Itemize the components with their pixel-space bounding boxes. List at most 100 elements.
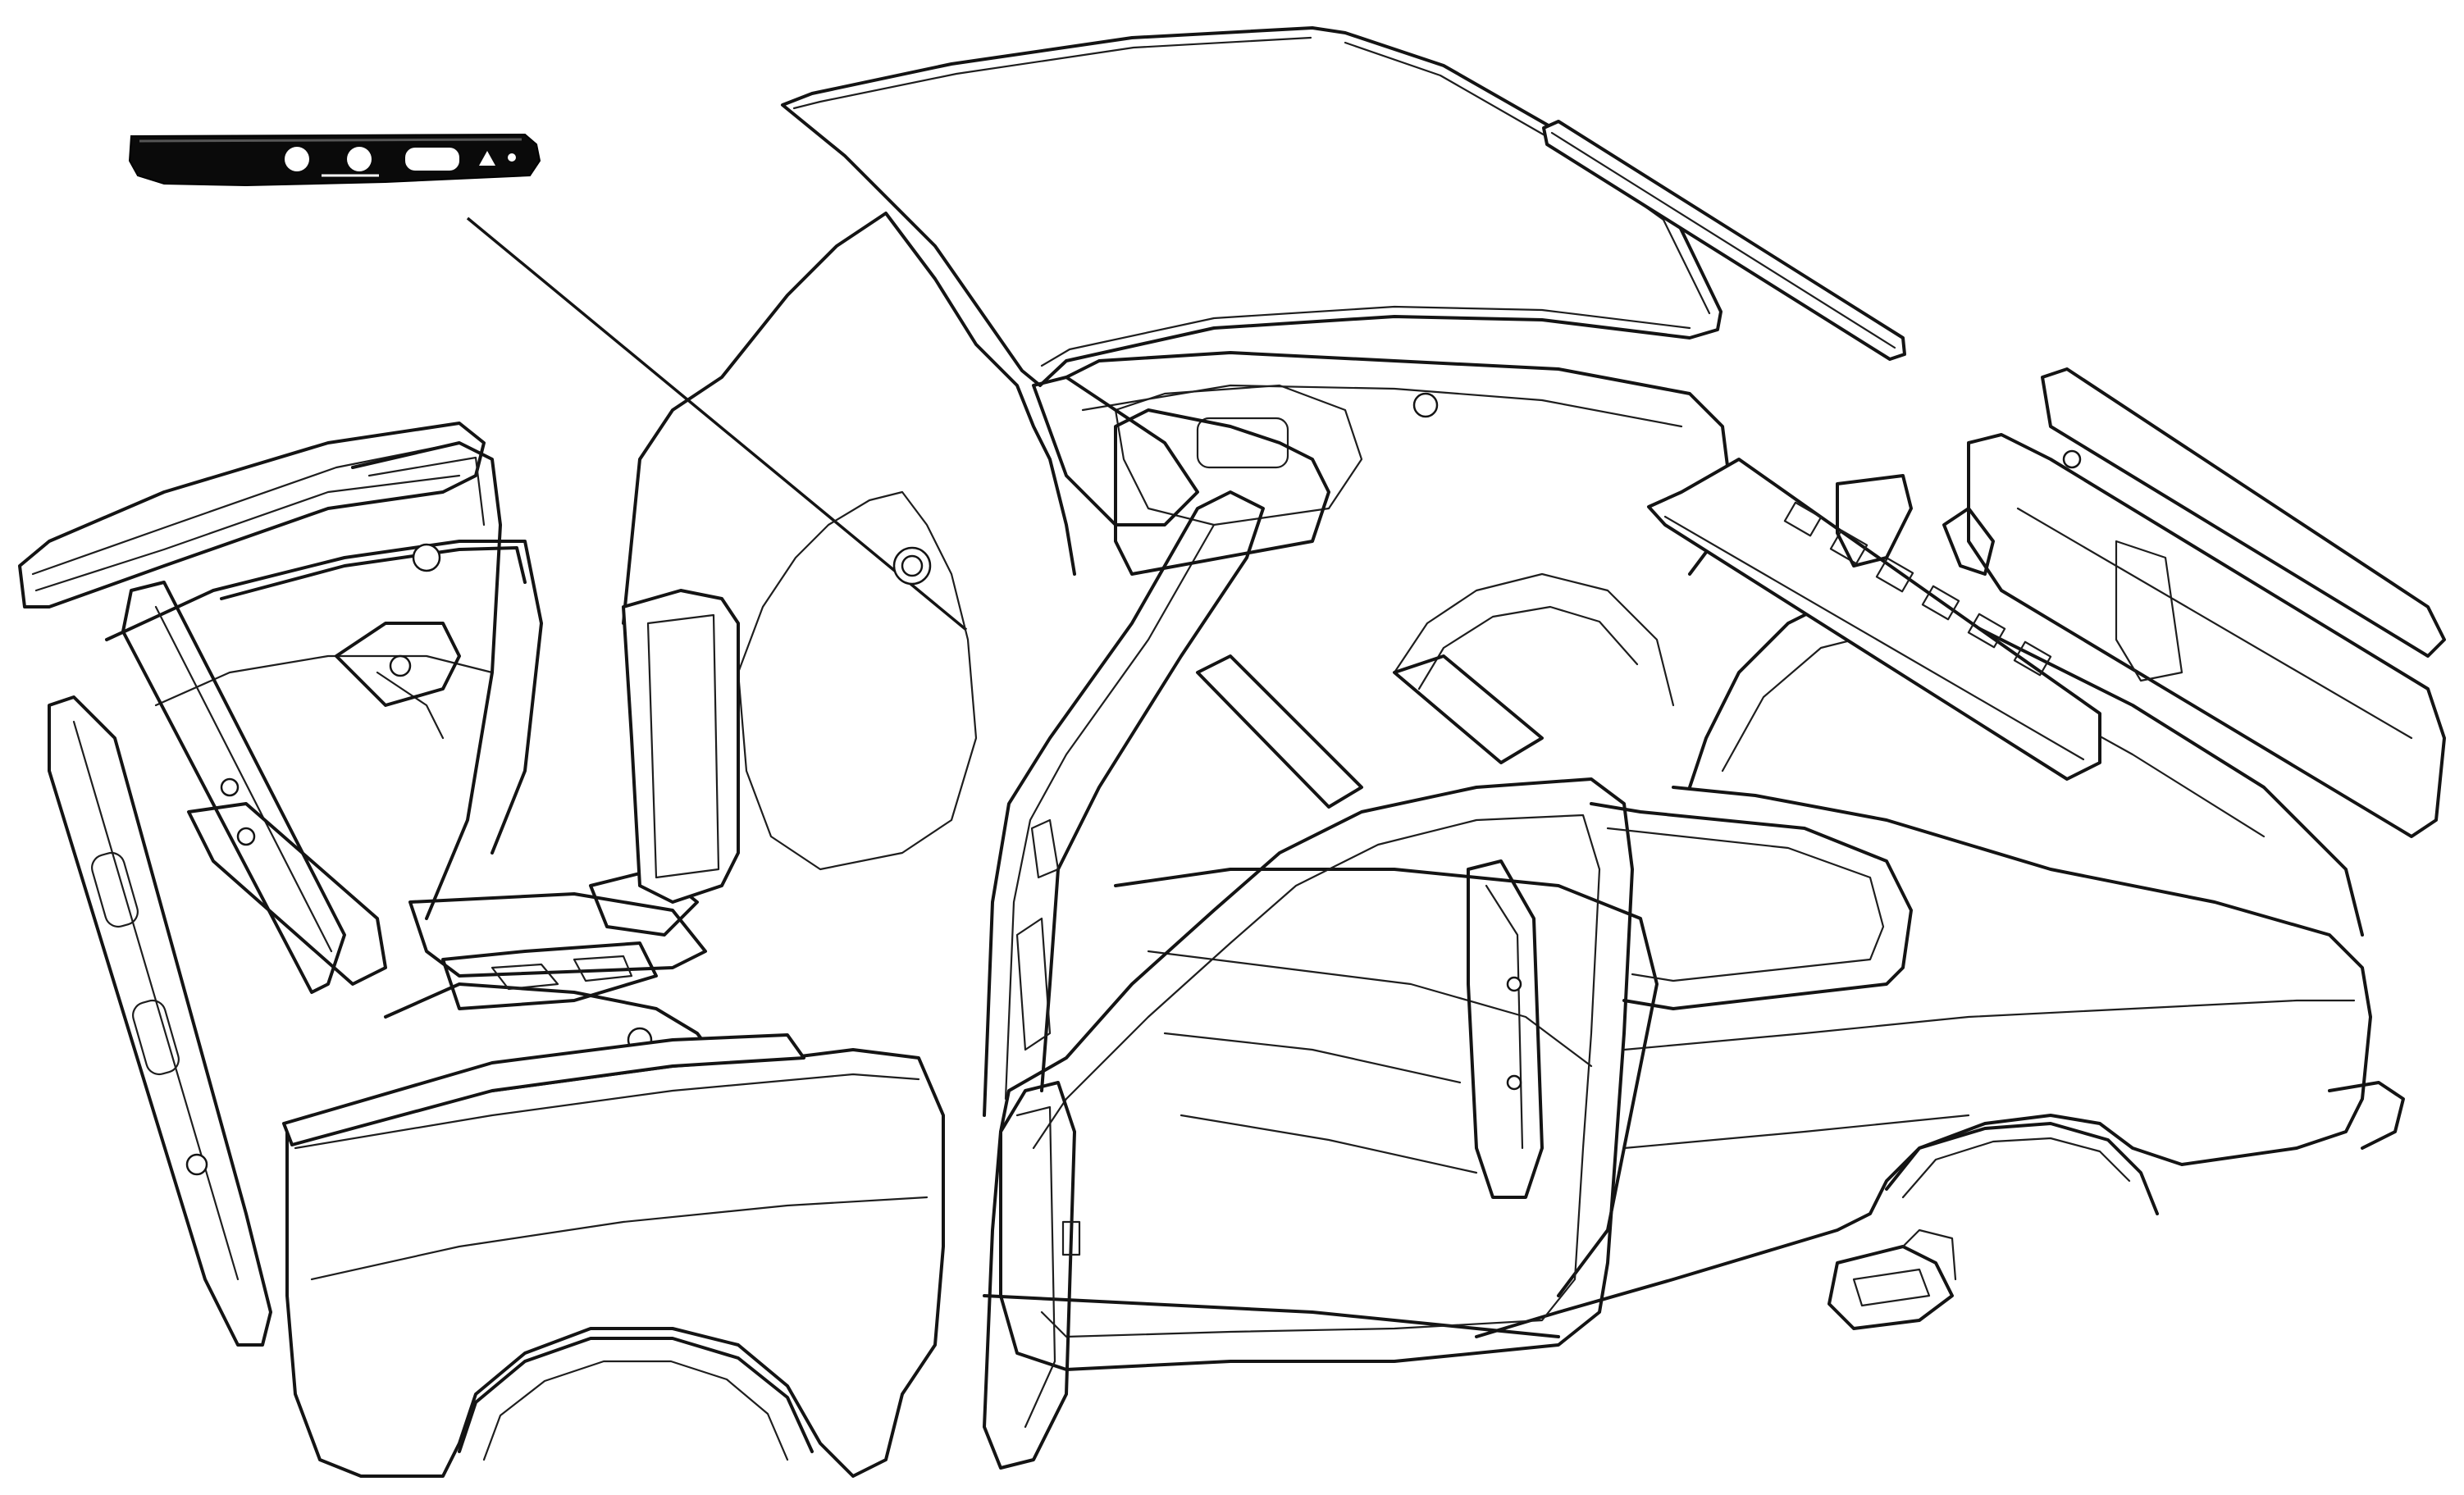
a-pillar-inner	[1015, 1105, 1056, 1429]
rear-seat-panel	[1114, 384, 1363, 526]
scuttle-panel-hole-inner	[901, 554, 924, 577]
windscreen-frame	[622, 212, 1076, 625]
front-bulkhead	[105, 540, 543, 855]
floor-cross-member	[1196, 654, 1363, 809]
scuttle-panel[interactable]	[622, 546, 932, 904]
a-pillar-hinge-plate	[1061, 1220, 1081, 1256]
rear-tail-panel-lamp-recess	[2115, 540, 2183, 682]
front-floor-bracket-detail-2	[573, 955, 633, 982]
roof-panel-rear-edge	[1040, 305, 1691, 367]
rear-tail-panel-crease	[2016, 507, 2413, 740]
front-inner-apron	[187, 802, 387, 986]
b-pillar-inner	[1485, 884, 1524, 1150]
dashboard-vent-slot	[479, 151, 495, 166]
front-end-panel-opening-2	[132, 999, 180, 1076]
windscreen-pillar-opening	[1015, 917, 1052, 1051]
dashboard-small-hole	[508, 153, 516, 162]
scuttle-panel-inner	[646, 613, 720, 879]
front-inner-wing-edge	[367, 456, 486, 526]
rear-quarter-lower-crease	[1622, 1114, 1970, 1150]
windscreen-glass-area	[737, 490, 978, 871]
door-window-frame	[1590, 802, 1913, 1010]
dashboard-panel-highlight[interactable]	[128, 133, 541, 187]
roof-front-header	[1032, 376, 1199, 526]
rear-tail-panel-hole	[2062, 449, 2082, 469]
front-end-panel[interactable]	[48, 695, 272, 1347]
rear-bracket	[2328, 1081, 2405, 1150]
roof-drip-rail-inner	[1550, 131, 1896, 349]
rear-tail-panel[interactable]	[1967, 367, 2446, 838]
rear-jacking-bracket-flange	[1901, 1228, 1957, 1281]
door-aperture-inner	[1032, 814, 1601, 1338]
door-aperture[interactable]	[983, 490, 1913, 1470]
door-window-frame-inner	[1606, 827, 1885, 982]
dashboard-radio-cutout	[405, 148, 459, 171]
rear-bracket-small-outline	[1836, 474, 1913, 567]
front-inner-wing[interactable]	[351, 441, 502, 920]
rear-jacking-bracket-detail	[1852, 1268, 1931, 1307]
roof-drip-rail[interactable]	[1542, 120, 1906, 361]
a-pillar	[983, 1081, 1076, 1470]
engine-bay-crease	[376, 671, 445, 740]
windscreen-pillar-inner	[1004, 523, 1216, 1101]
front-strut-tower	[335, 622, 461, 707]
windscreen-pillar	[983, 490, 1265, 1117]
rear-side-window-frame[interactable]	[1032, 376, 1330, 576]
rear-seat-panel-opening	[1196, 417, 1289, 469]
windscreen-pillar-slot	[1030, 818, 1060, 879]
front-inner-wing-outline	[351, 441, 502, 920]
front-end-panel-opening-1	[91, 851, 139, 928]
front-wing-upper-edge	[294, 1073, 920, 1150]
front-rail-hole-2	[236, 827, 256, 846]
front-inner-wing-hole	[412, 543, 441, 572]
rear-parcel-shelf[interactable]	[1647, 458, 2101, 781]
door-aperture-outline	[999, 777, 1634, 1371]
rear-parcel-shelf-slots	[1783, 501, 2052, 677]
floor-pan-tunnel	[1147, 950, 1593, 1068]
front-floor-bracket-detail	[491, 963, 559, 991]
engine-bay-floor	[154, 654, 494, 707]
body-shell[interactable]	[622, 212, 2405, 1338]
front-end-panel-outline	[48, 695, 272, 1347]
front-chassis-rail-inner	[154, 605, 333, 953]
rear-quarter-crease	[1622, 999, 2356, 1051]
roof-panel[interactable]	[781, 26, 1723, 387]
front-wing[interactable]	[282, 1033, 945, 1478]
dashboard-panel-top-edge	[139, 138, 522, 143]
b-pillar	[1467, 859, 1544, 1199]
rear-inner-wheelhouse-ring	[1417, 605, 1639, 691]
front-wing-outline	[285, 1048, 945, 1478]
front-wing-arch-lip	[482, 1360, 789, 1461]
floor-pan-rib-2	[1180, 1114, 1478, 1174]
rear-jacking-bracket[interactable]	[1827, 1228, 1957, 1330]
rear-wheel-arch-inner	[1901, 1137, 2131, 1199]
rear-bracket-small[interactable]	[1836, 474, 1995, 576]
rear-side-window-outline	[1114, 408, 1330, 576]
rear-panel-hole	[1412, 392, 1439, 418]
dashboard-gauge-hole-left	[285, 147, 309, 171]
rear-parcel-shelf-edge	[1663, 515, 2085, 761]
roof-panel-front-edge	[792, 36, 1312, 110]
front-upper-panel[interactable]	[18, 422, 486, 608]
rear-parcel-shelf-outline	[1647, 458, 2101, 781]
front-end-panel-hole	[185, 1153, 208, 1176]
scuttle-panel-outline	[622, 589, 740, 904]
floor-pan-rib-1	[1163, 1032, 1462, 1084]
front-chassis-rail	[121, 581, 346, 994]
rear-bracket-small-tab	[1942, 507, 1995, 576]
b-pillar-hole-2	[1506, 1074, 1522, 1091]
rear-tail-panel-upper	[2041, 367, 2446, 658]
front-strut-tower-hole	[389, 654, 412, 677]
front-upper-panel-flange	[31, 441, 461, 576]
front-wing-top-flange	[282, 1033, 805, 1146]
sill-panel	[983, 1294, 1560, 1338]
front-wing-arch	[458, 1337, 814, 1453]
front-wing-crease	[310, 1196, 929, 1281]
dashboard-panel-shape	[128, 133, 541, 187]
front-rail-hole-1	[220, 777, 240, 797]
roof-panel-outline	[781, 26, 1723, 387]
floor-pan	[1114, 868, 1659, 1297]
rear-inner-wheelhouse	[1393, 572, 1675, 707]
rear-quarter-panel	[1475, 786, 2372, 1338]
